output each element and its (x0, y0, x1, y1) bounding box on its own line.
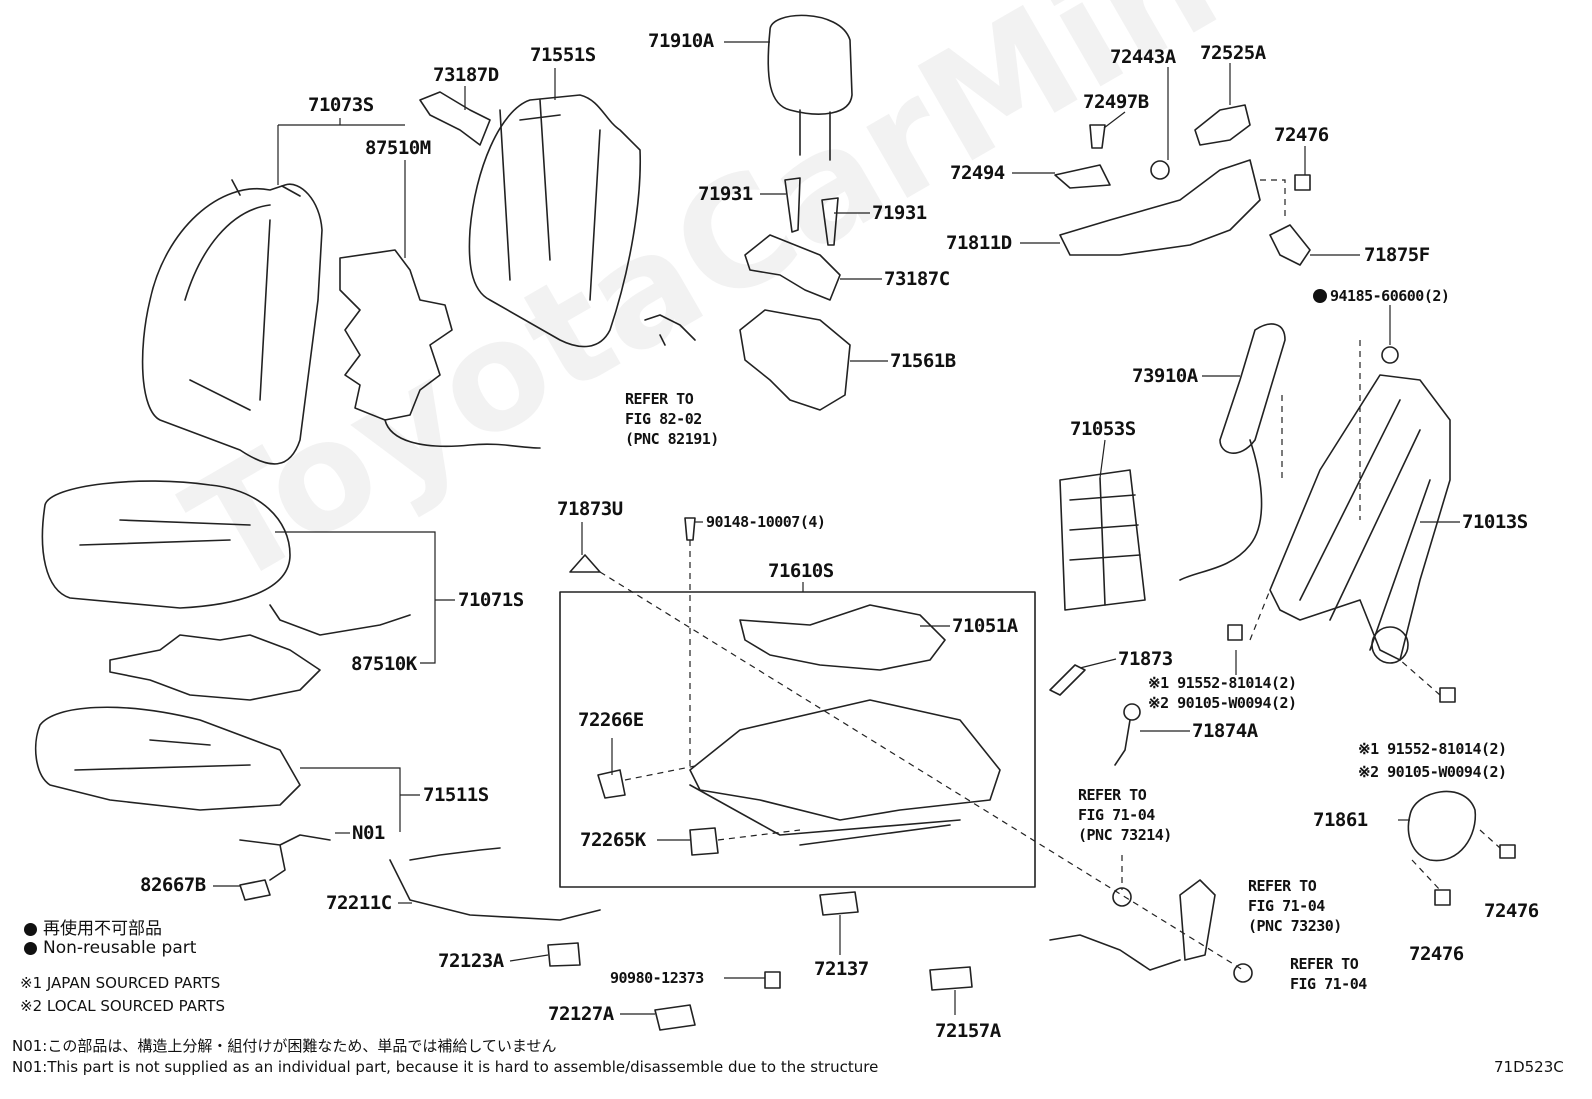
ref-71-04-b-line3: (PNC 73230) (1248, 917, 1342, 935)
seatback-heater-wire (384, 419, 541, 449)
seatback-frame-shape (1269, 374, 1451, 661)
label-72443A: 72443A (1110, 46, 1176, 68)
side-shield-shape (1059, 159, 1261, 256)
label-71071S: 71071S (458, 589, 524, 611)
ref-71-04-b-line1: REFER TO (1248, 877, 1317, 895)
label-72266E: 72266E (578, 709, 644, 731)
legend-japan-sourced: ※1 JAPAN SOURCED PARTS (20, 974, 221, 992)
lumbar-spring-shape (1059, 469, 1146, 611)
nonreusable-dot-icon (24, 922, 37, 936)
ref-71-04-a-line2: FIG 71-04 (1078, 806, 1155, 824)
label-90105-W0094-a: ※2 90105-W0094(2) (1148, 694, 1297, 712)
seatback-cover-detail (184, 179, 301, 411)
label-71051A: 71051A (952, 615, 1018, 637)
label-71610S: 71610S (768, 560, 834, 582)
cushion-pad-shape (34, 706, 301, 811)
seat-track-shape (689, 699, 1001, 821)
label-72137: 72137 (814, 958, 869, 980)
footnote-n01-en: N01:This part is not supplied as an indi… (12, 1058, 879, 1076)
label-71875F: 71875F (1364, 244, 1430, 266)
seatback-cover-shape (141, 183, 323, 465)
label-72157A: 72157A (935, 1020, 1001, 1042)
bracket-73187D-shape (419, 91, 491, 146)
label-71874A: 71874A (1192, 720, 1258, 742)
label-71561B: 71561B (890, 350, 956, 372)
label-71013S: 71013S (1462, 511, 1528, 533)
legend-local-sourced: ※2 LOCAL SOURCED PARTS (20, 997, 225, 1015)
label-71910A: 71910A (648, 30, 714, 52)
cushion-cover-shape (41, 480, 291, 609)
label-72497B: 72497B (1083, 91, 1149, 113)
ref-82-02-line2: FIG 82-02 (625, 410, 702, 428)
ref-71-04-c-line2: FIG 71-04 (1290, 975, 1367, 993)
label-73187C: 73187C (884, 268, 950, 290)
label-72265K: 72265K (580, 829, 646, 851)
label-71873U: 71873U (557, 498, 623, 520)
label-N01: N01 (352, 822, 385, 844)
label-90105-W0094-b: ※2 90105-W0094(2) (1358, 763, 1507, 781)
ref-71-04-c-line1: REFER TO (1290, 955, 1359, 973)
label-72476-bottom: 72476 (1409, 943, 1464, 965)
label-72211C: 72211C (326, 892, 392, 914)
legend-nonreusable-jp: 再使用不可部品 (24, 914, 162, 939)
side-airbag-shape (1219, 323, 1286, 454)
label-71931-right: 71931 (872, 202, 927, 224)
cushion-heater-shape (109, 634, 321, 701)
label-72494: 72494 (950, 162, 1005, 184)
ref-71-04-b-line2: FIG 71-04 (1248, 897, 1325, 915)
label-71931-left: 71931 (698, 183, 753, 205)
label-71873: 71873 (1118, 648, 1173, 670)
label-94185-60600: 94185-60600(2) (1330, 287, 1450, 305)
label-72525A: 72525A (1200, 42, 1266, 64)
label-91552-81014-a: ※1 91552-81014(2) (1148, 674, 1297, 692)
ref-82-02-line3: (PNC 82191) (625, 430, 719, 448)
label-87510M: 87510M (365, 137, 431, 159)
label-87510K: 87510K (351, 653, 417, 675)
label-71511S: 71511S (423, 784, 489, 806)
label-73910A: 73910A (1132, 365, 1198, 387)
label-90980-12373: 90980-12373 (610, 969, 704, 987)
seatback-pad-shape (468, 94, 642, 348)
ref-82-02-line1: REFER TO (625, 390, 694, 408)
legend-nonreusable-en-text: Non-reusable part (43, 938, 197, 958)
label-71053S: 71053S (1070, 418, 1136, 440)
label-72123A: 72123A (438, 950, 504, 972)
label-73187D: 73187D (433, 64, 499, 86)
buckle-shape (1179, 879, 1216, 961)
label-71861: 71861 (1313, 809, 1368, 831)
track-assembly-box (559, 591, 1036, 888)
headrest-shape (767, 14, 853, 115)
label-91552-81014-b: ※1 91552-81014(2) (1358, 740, 1507, 758)
label-72127A: 72127A (548, 1003, 614, 1025)
legend-nonreusable-en: Non-reusable part (24, 938, 196, 958)
figure-code: 71D523C (1494, 1058, 1564, 1076)
nonreusable-dot-icon (24, 941, 37, 955)
back-board-shape (739, 309, 851, 411)
label-71811D: 71811D (946, 232, 1012, 254)
cover-cap-shape (1407, 790, 1477, 862)
ref-71-04-a-line3: (PNC 73214) (1078, 826, 1172, 844)
bracket-73187C-shape (744, 234, 841, 301)
ref-71-04-a-line1: REFER TO (1078, 786, 1147, 804)
cushion-frame-shape (739, 604, 946, 671)
seatback-pad-detail (499, 99, 601, 301)
footnote-n01-jp: N01:この部品は、構造上分解・組付けが困難なため、単品では補給していません (12, 1037, 557, 1055)
label-72476-top: 72476 (1274, 124, 1329, 146)
label-82667B: 82667B (140, 874, 206, 896)
seatback-heater-shape (339, 249, 453, 421)
label-72476-right: 72476 (1484, 900, 1539, 922)
label-71073S: 71073S (308, 94, 374, 116)
label-71551S: 71551S (530, 44, 596, 66)
label-90148-10007: 90148-10007(4) (706, 513, 826, 531)
legend-nonreusable-jp-text: 再使用不可部品 (43, 919, 162, 939)
